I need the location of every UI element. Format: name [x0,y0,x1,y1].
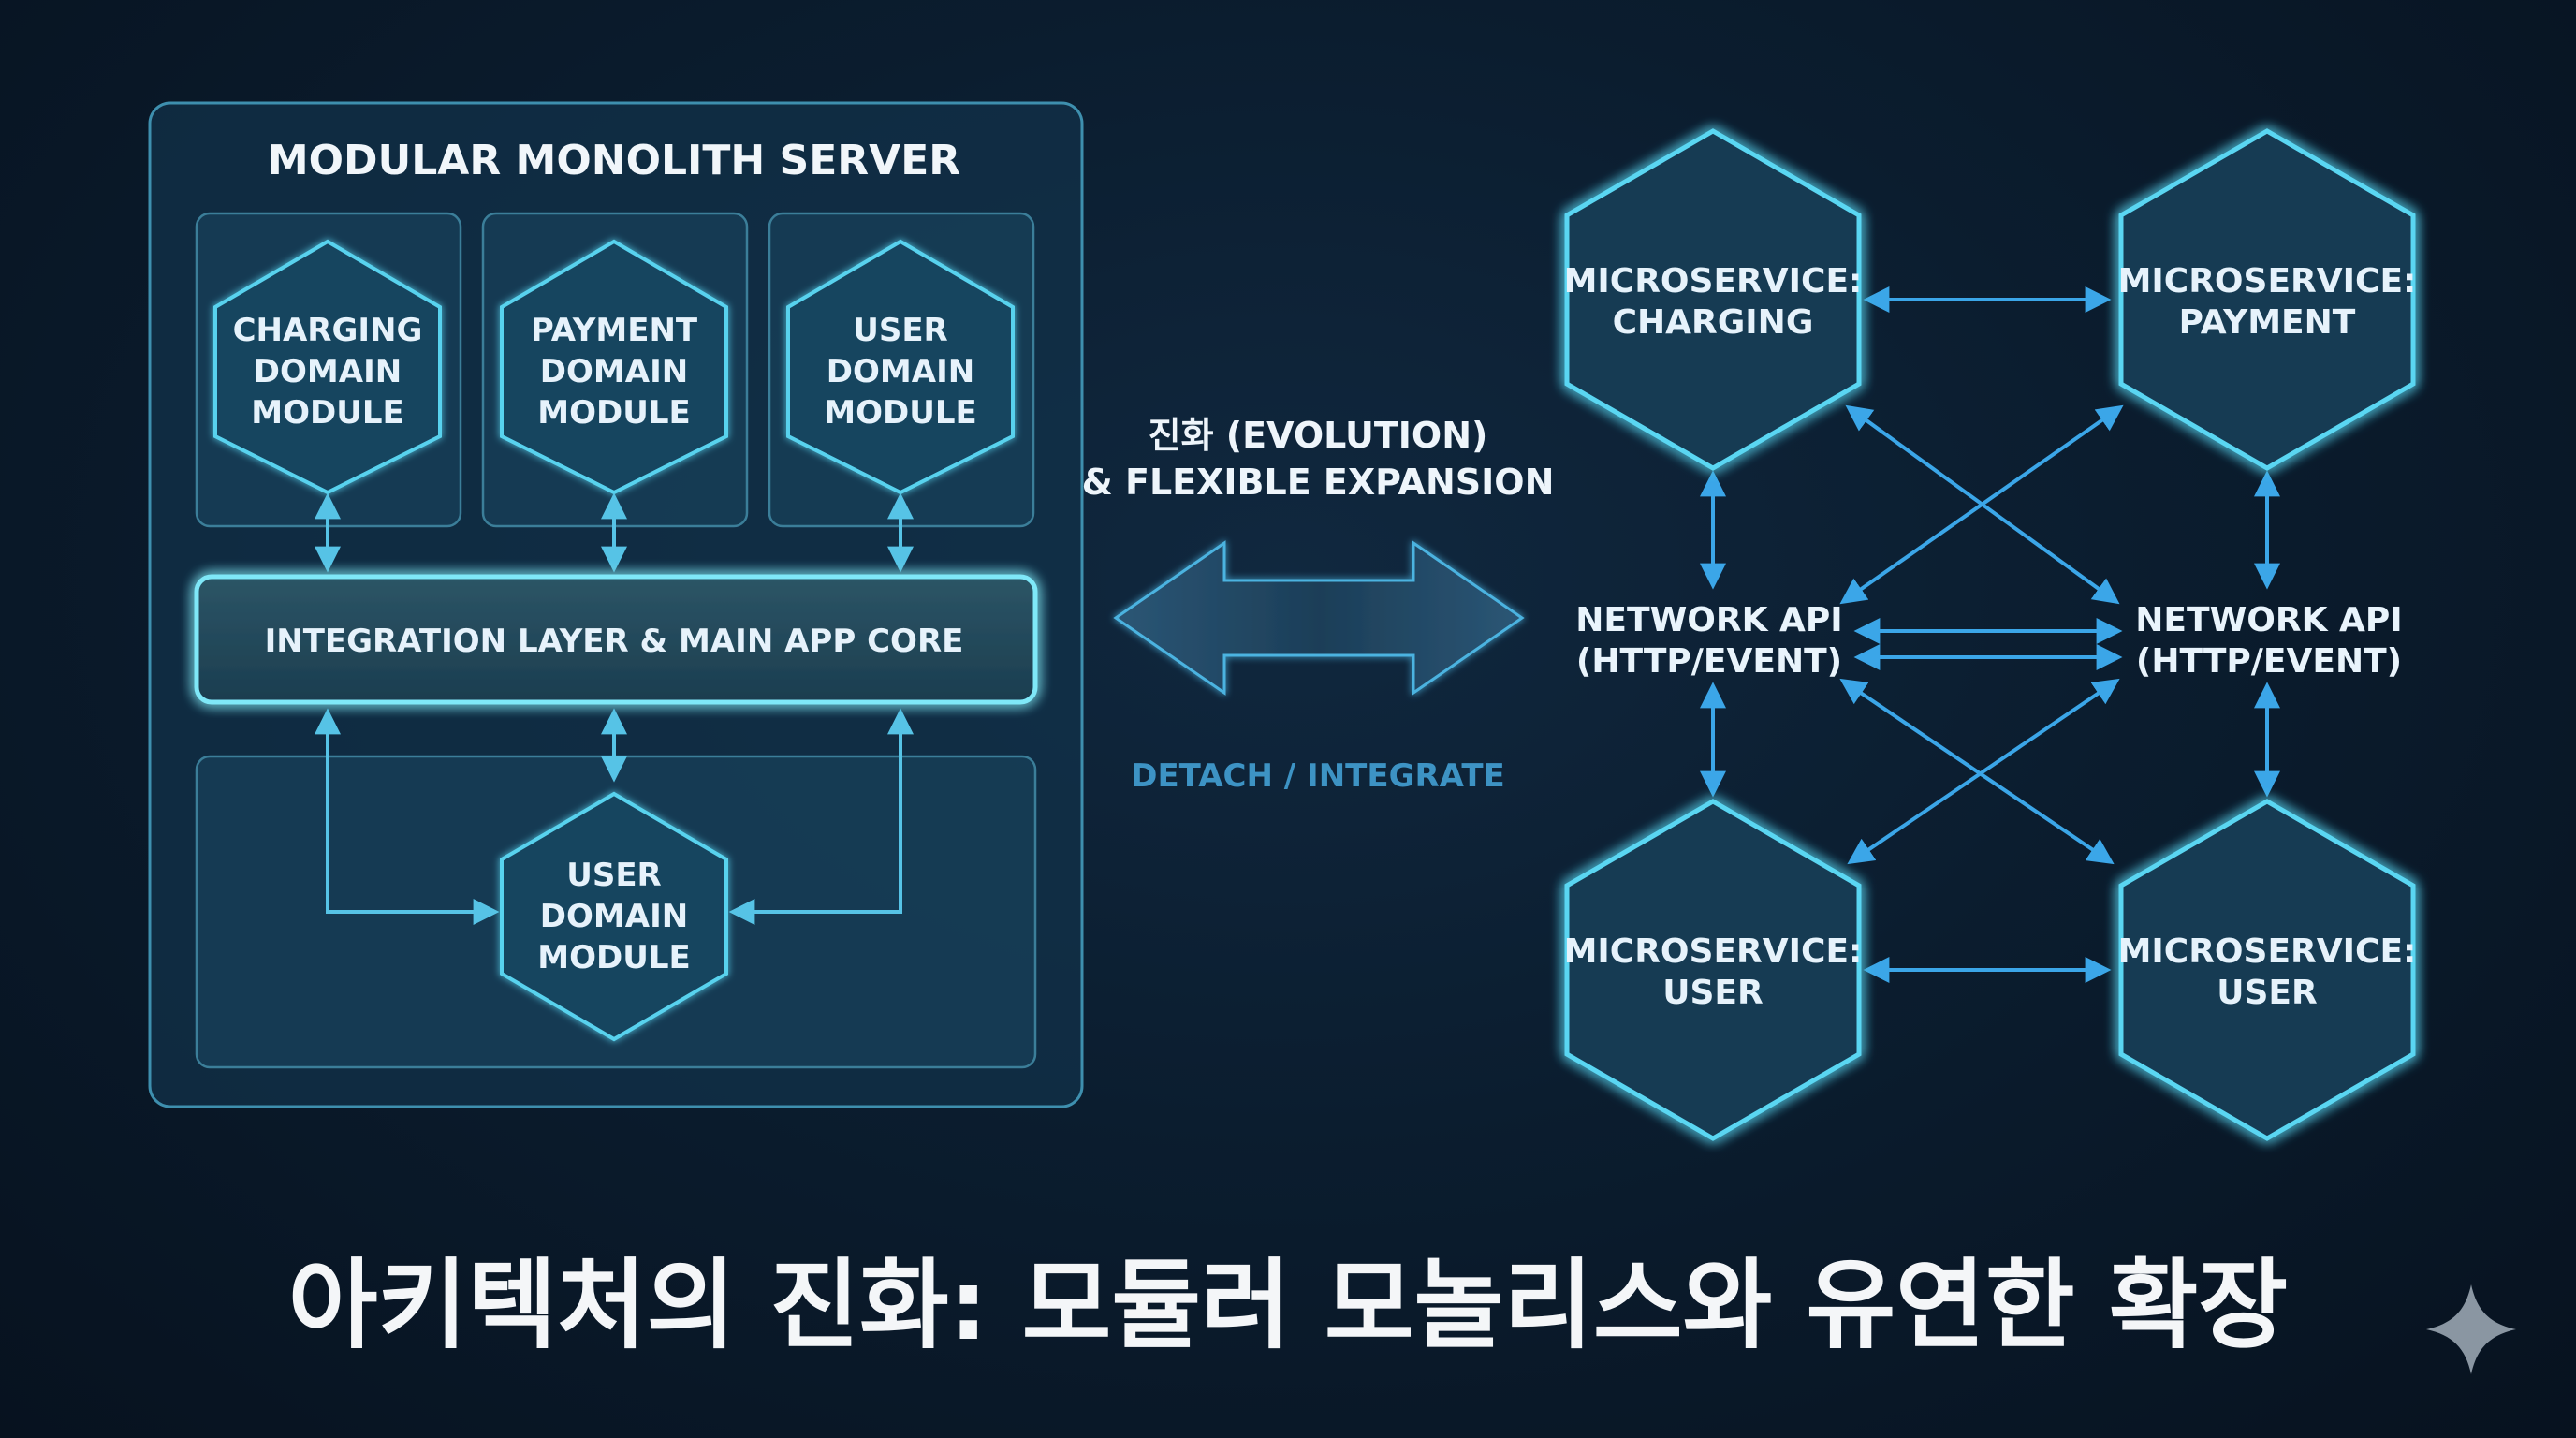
microservice-user-left: MICROSERVICE: USER [1564,799,1863,1141]
api-right-line1: NETWORK API [2135,601,2402,639]
ms-payment-line1: MICROSERVICE: [2118,262,2417,301]
bottom-arrows [315,708,914,925]
user-module-line1: USER [853,312,948,349]
transition: 진화 (EVOLUTION) & FLEXIBLE EXPANSION DETA… [1082,415,1555,795]
ms-user-right-line2: USER [2217,974,2317,1012]
bottom-module-line1: USER [566,857,662,894]
monolith-panel: MODULAR MONOLITH SERVER CHARGING DOMAIN … [148,101,1084,1108]
api-left-line2: (HTTP/EVENT) [1576,642,1842,681]
bottom-user-domain-module: USER DOMAIN MODULE [500,791,728,1042]
charging-module-line3: MODULE [251,394,403,432]
charging-domain-module: CHARGING DOMAIN MODULE [213,239,442,495]
bidirectional-arrow [1113,540,1525,696]
payment-domain-module: PAYMENT DOMAIN MODULE [500,239,728,495]
integration-core: INTEGRATION LAYER & MAIN APP CORE [194,574,1038,705]
evolution-label: 진화 (EVOLUTION) [1149,415,1488,456]
bottom-module-line2: DOMAIN [540,898,688,935]
ms-user-right-line1: MICROSERVICE: [2118,932,2417,971]
user-module-line3: MODULE [824,394,976,432]
microservice-payment: MICROSERVICE: PAYMENT [2118,128,2417,471]
microservice-charging: MICROSERVICE: CHARGING [1564,128,1863,471]
monolith-title: MODULAR MONOLITH SERVER [268,137,960,184]
payment-module-line2: DOMAIN [540,353,688,390]
ms-user-left-line1: MICROSERVICE: [1564,932,1863,971]
sparkle-icon [2426,1284,2516,1374]
module-core-arrows [315,492,914,573]
microservice-user-right: MICROSERVICE: USER [2118,799,2417,1141]
ms-charging-line2: CHARGING [1613,303,1814,342]
network-api-left: NETWORK API (HTTP/EVENT) [1575,601,1842,681]
core-label: INTEGRATION LAYER & MAIN APP CORE [265,623,964,660]
charging-module-line1: CHARGING [233,312,423,349]
detach-integrate-label: DETACH / INTEGRATE [1131,757,1505,795]
expansion-label: & FLEXIBLE EXPANSION [1082,462,1555,503]
caption: 아키텍처의 진화: 모듈러 모놀리스와 유연한 확장 [288,1248,2288,1362]
api-left-line1: NETWORK API [1575,601,1842,639]
ms-user-left-line2: USER [1662,974,1763,1012]
bottom-module-line3: MODULE [537,939,690,976]
network-api-right: NETWORK API (HTTP/EVENT) [2135,601,2402,681]
user-domain-module: USER DOMAIN MODULE [786,239,1015,495]
user-module-line2: DOMAIN [827,353,974,390]
charging-module-line2: DOMAIN [254,353,402,390]
ms-payment-line2: PAYMENT [2179,303,2356,342]
payment-module-line3: MODULE [537,394,690,432]
payment-module-line1: PAYMENT [531,312,698,349]
ms-charging-line1: MICROSERVICE: [1564,262,1863,301]
service-connections [1700,286,2280,983]
api-right-line2: (HTTP/EVENT) [2136,642,2402,681]
